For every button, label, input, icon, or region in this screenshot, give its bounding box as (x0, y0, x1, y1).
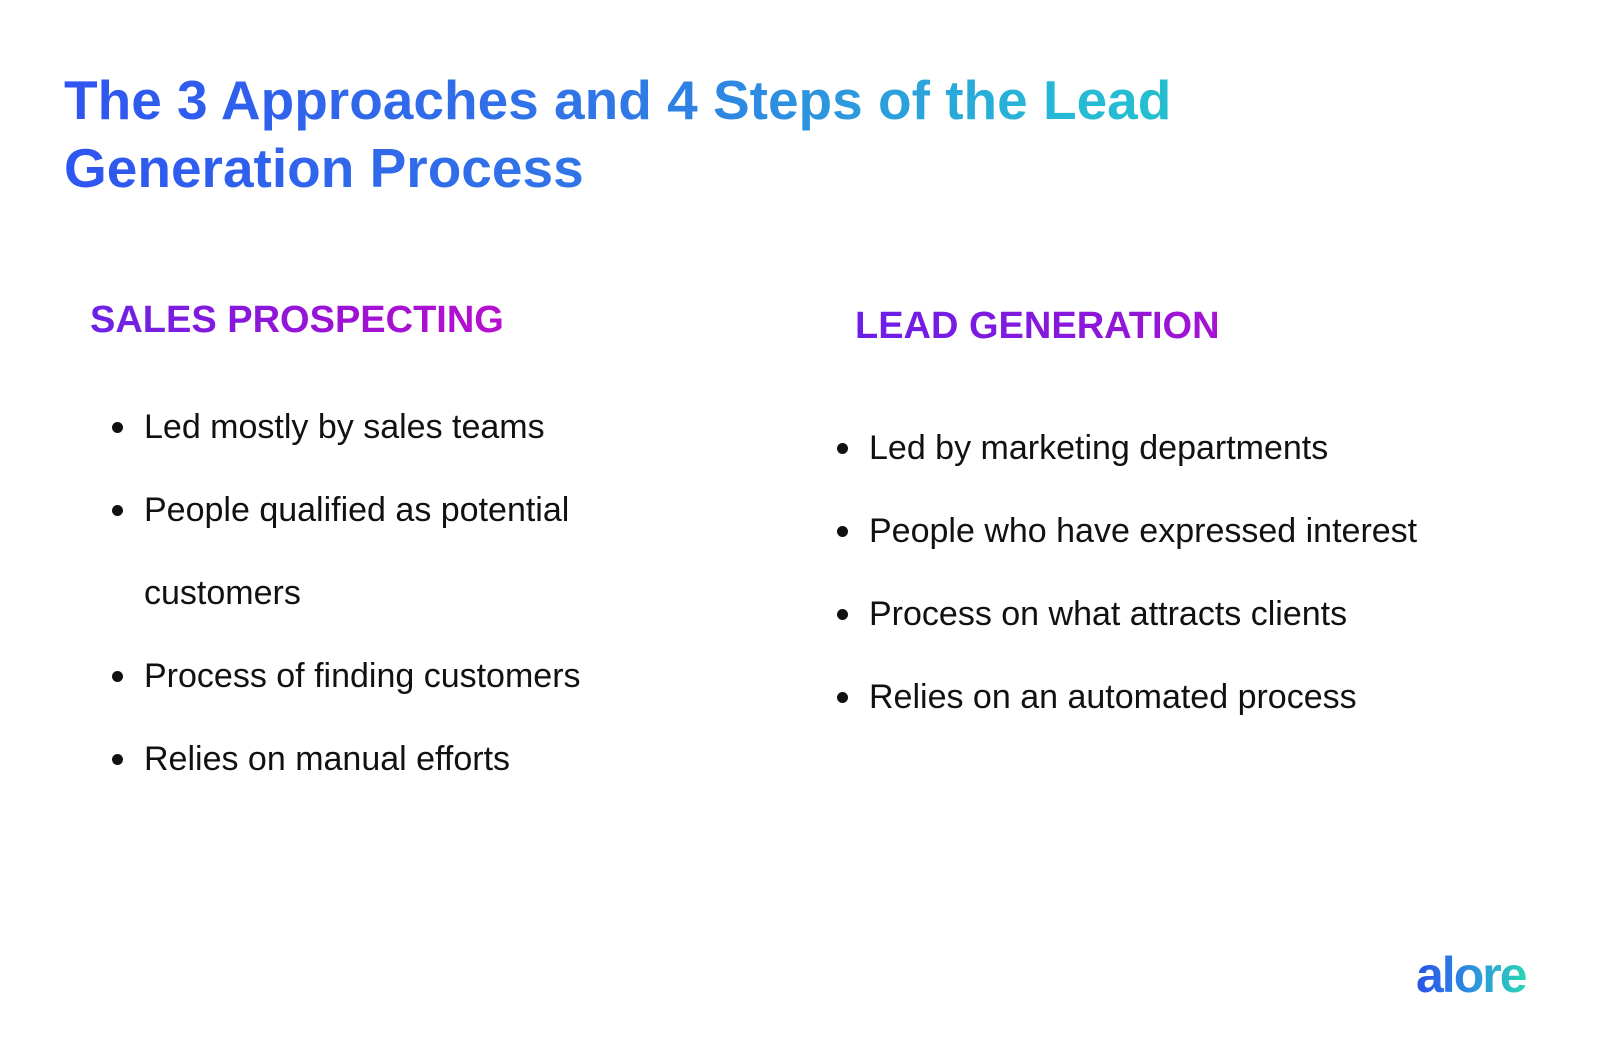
bullet-icon (837, 609, 848, 620)
list-item: People qualified as potential customers (110, 469, 710, 635)
lead-generation-list: Led by marketing departments People who … (835, 407, 1475, 739)
sales-prospecting-heading: SALES PROSPECTING (90, 296, 504, 344)
list-item: Process of finding customers (110, 635, 710, 718)
bullet-icon (837, 692, 848, 703)
bullet-icon (112, 671, 123, 682)
list-item: Led mostly by sales teams (110, 386, 710, 469)
list-item: People who have expressed interest (835, 490, 1475, 573)
bullet-icon (112, 422, 123, 433)
sales-prospecting-list: Led mostly by sales teams People qualifi… (110, 386, 710, 801)
bullet-icon (112, 505, 123, 516)
list-item: Led by marketing departments (835, 407, 1475, 490)
list-item-text: People who have expressed interest (869, 512, 1418, 550)
list-item: Relies on manual efforts (110, 718, 710, 801)
list-item-text: Relies on manual efforts (144, 740, 511, 778)
bullet-icon (837, 526, 848, 537)
list-item-text: Relies on an automated process (869, 678, 1357, 716)
alore-logo: alore (1416, 940, 1528, 1010)
list-item: Process on what attracts clients (835, 573, 1475, 656)
lead-generation-heading: LEAD GENERATION (855, 302, 1220, 350)
list-item: Relies on an automated process (835, 656, 1475, 739)
bullet-icon (112, 754, 123, 765)
list-item-text: Led by marketing departments (869, 429, 1329, 467)
page-title: The 3 Approaches and 4 Steps of the Lead… (64, 66, 1304, 202)
bullet-icon (837, 443, 848, 454)
list-item-text: Process on what attracts clients (869, 595, 1348, 633)
lead-generation-column: LEAD GENERATION Led by marketing departm… (837, 302, 1555, 716)
sales-prospecting-column: SALES PROSPECTING Led mostly by sales te… (90, 296, 730, 778)
list-item-text: Led mostly by sales teams (144, 408, 545, 446)
list-item-text: People qualified as potential customers (144, 491, 570, 612)
list-item-text: Process of finding customers (144, 657, 581, 695)
